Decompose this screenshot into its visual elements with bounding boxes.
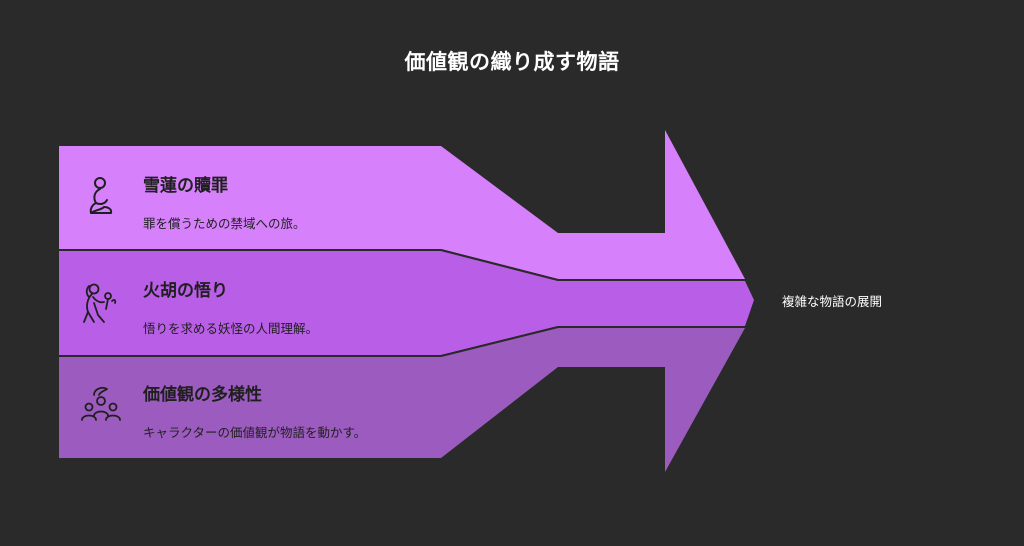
band-1-heading: 雪蓮の贖罪 bbox=[143, 176, 228, 196]
band-2-text: 火胡の悟り 悟りを求める妖怪の人間理解。 bbox=[143, 276, 318, 337]
page-title: 価値観の織り成す物語 bbox=[404, 50, 620, 74]
band-2-description: 悟りを求める妖怪の人間理解。 bbox=[143, 321, 319, 336]
band-3-text: 価値観の多様性 キャラクターの価値観が物語を動かす。 bbox=[143, 380, 366, 441]
band-1-text: 雪蓮の贖罪 罪を償うための禁域への旅。 bbox=[143, 171, 306, 232]
arrow-band-2 bbox=[59, 251, 754, 355]
arrow-band-3 bbox=[59, 328, 745, 472]
result-label: 複雑な物語の展開 bbox=[782, 294, 883, 309]
band-3-description: キャラクターの価値観が物語を動かす。 bbox=[143, 425, 367, 440]
band-divider-2 bbox=[59, 326, 748, 357]
band-divider-1 bbox=[59, 249, 748, 281]
group-of-people-icon bbox=[81, 386, 121, 421]
band-3-heading: 価値観の多様性 bbox=[143, 385, 262, 405]
arrow-band-1 bbox=[59, 130, 745, 279]
band-1-description: 罪を償うための禁域への旅。 bbox=[143, 216, 306, 231]
band-2-heading: 火胡の悟り bbox=[143, 281, 228, 301]
meditating-person-icon bbox=[89, 177, 113, 214]
person-with-flower-icon bbox=[83, 283, 117, 323]
